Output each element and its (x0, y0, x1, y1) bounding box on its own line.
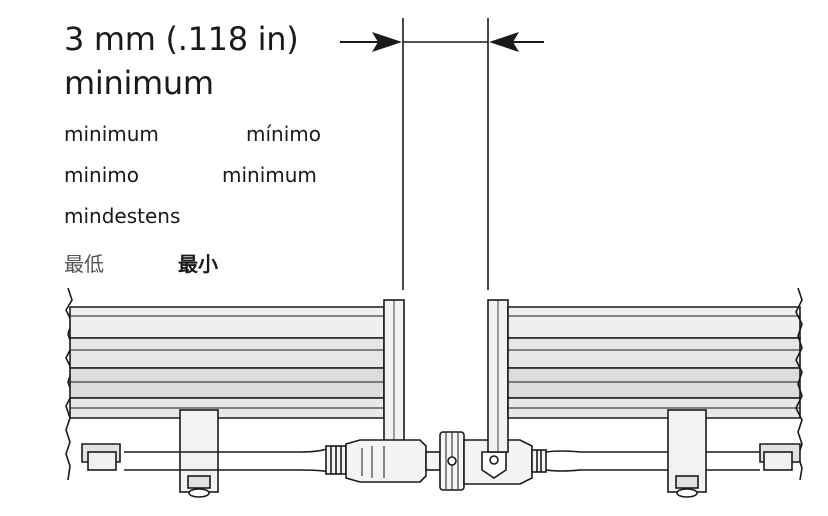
left-fixture (65, 287, 405, 498)
right-cable (545, 450, 760, 472)
arrow-left-icon (489, 32, 544, 52)
translation-de: mindestens (64, 204, 181, 228)
left-cable (124, 447, 331, 473)
right-connector (463, 439, 547, 485)
arrow-right-icon (340, 32, 402, 52)
translation-zh-tw: 最小 (178, 252, 218, 276)
right-fixture (487, 287, 803, 498)
translation-en: minimum (64, 122, 159, 146)
translation-it: minimo (64, 163, 139, 187)
translation-es: mínimo (246, 122, 321, 146)
gap-dimension-qualifier: minimum (64, 64, 214, 102)
translation-zh-cn: 最低 (64, 252, 104, 276)
coupling-nut (439, 431, 465, 491)
translation-fr: minimum (222, 163, 317, 187)
gap-dimension-label: 3 mm (.118 in) (64, 20, 299, 58)
left-connector (325, 439, 441, 483)
